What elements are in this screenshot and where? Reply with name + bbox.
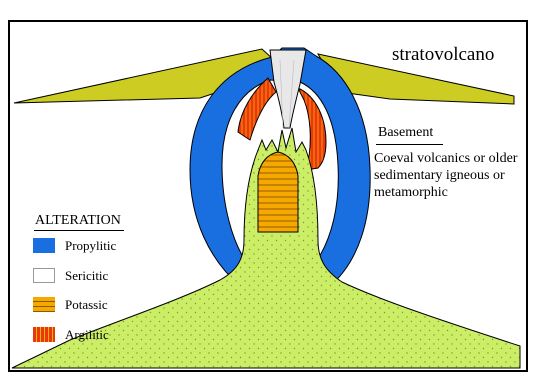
legend-title: ALTERATION: [35, 213, 121, 229]
basement-label: Basement: [378, 125, 433, 141]
sericitic-swatch: [33, 268, 55, 283]
potassic-zone: [258, 152, 298, 232]
potassic-swatch: [33, 297, 55, 312]
basement-description: Coeval volcanics or older sedimentary ig…: [374, 150, 536, 201]
argilitic-swatch: [33, 327, 55, 342]
legend-label: Propylitic: [65, 238, 116, 254]
legend-label: Sericitic: [65, 268, 108, 284]
basement-underline: [376, 144, 443, 145]
legend-label: Argilitic: [65, 327, 109, 343]
legend-label: Potassic: [65, 297, 108, 313]
stratovolcano-label: stratovolcano: [392, 44, 494, 66]
legend-underline: [34, 230, 124, 231]
propylitic-swatch: [33, 238, 55, 253]
